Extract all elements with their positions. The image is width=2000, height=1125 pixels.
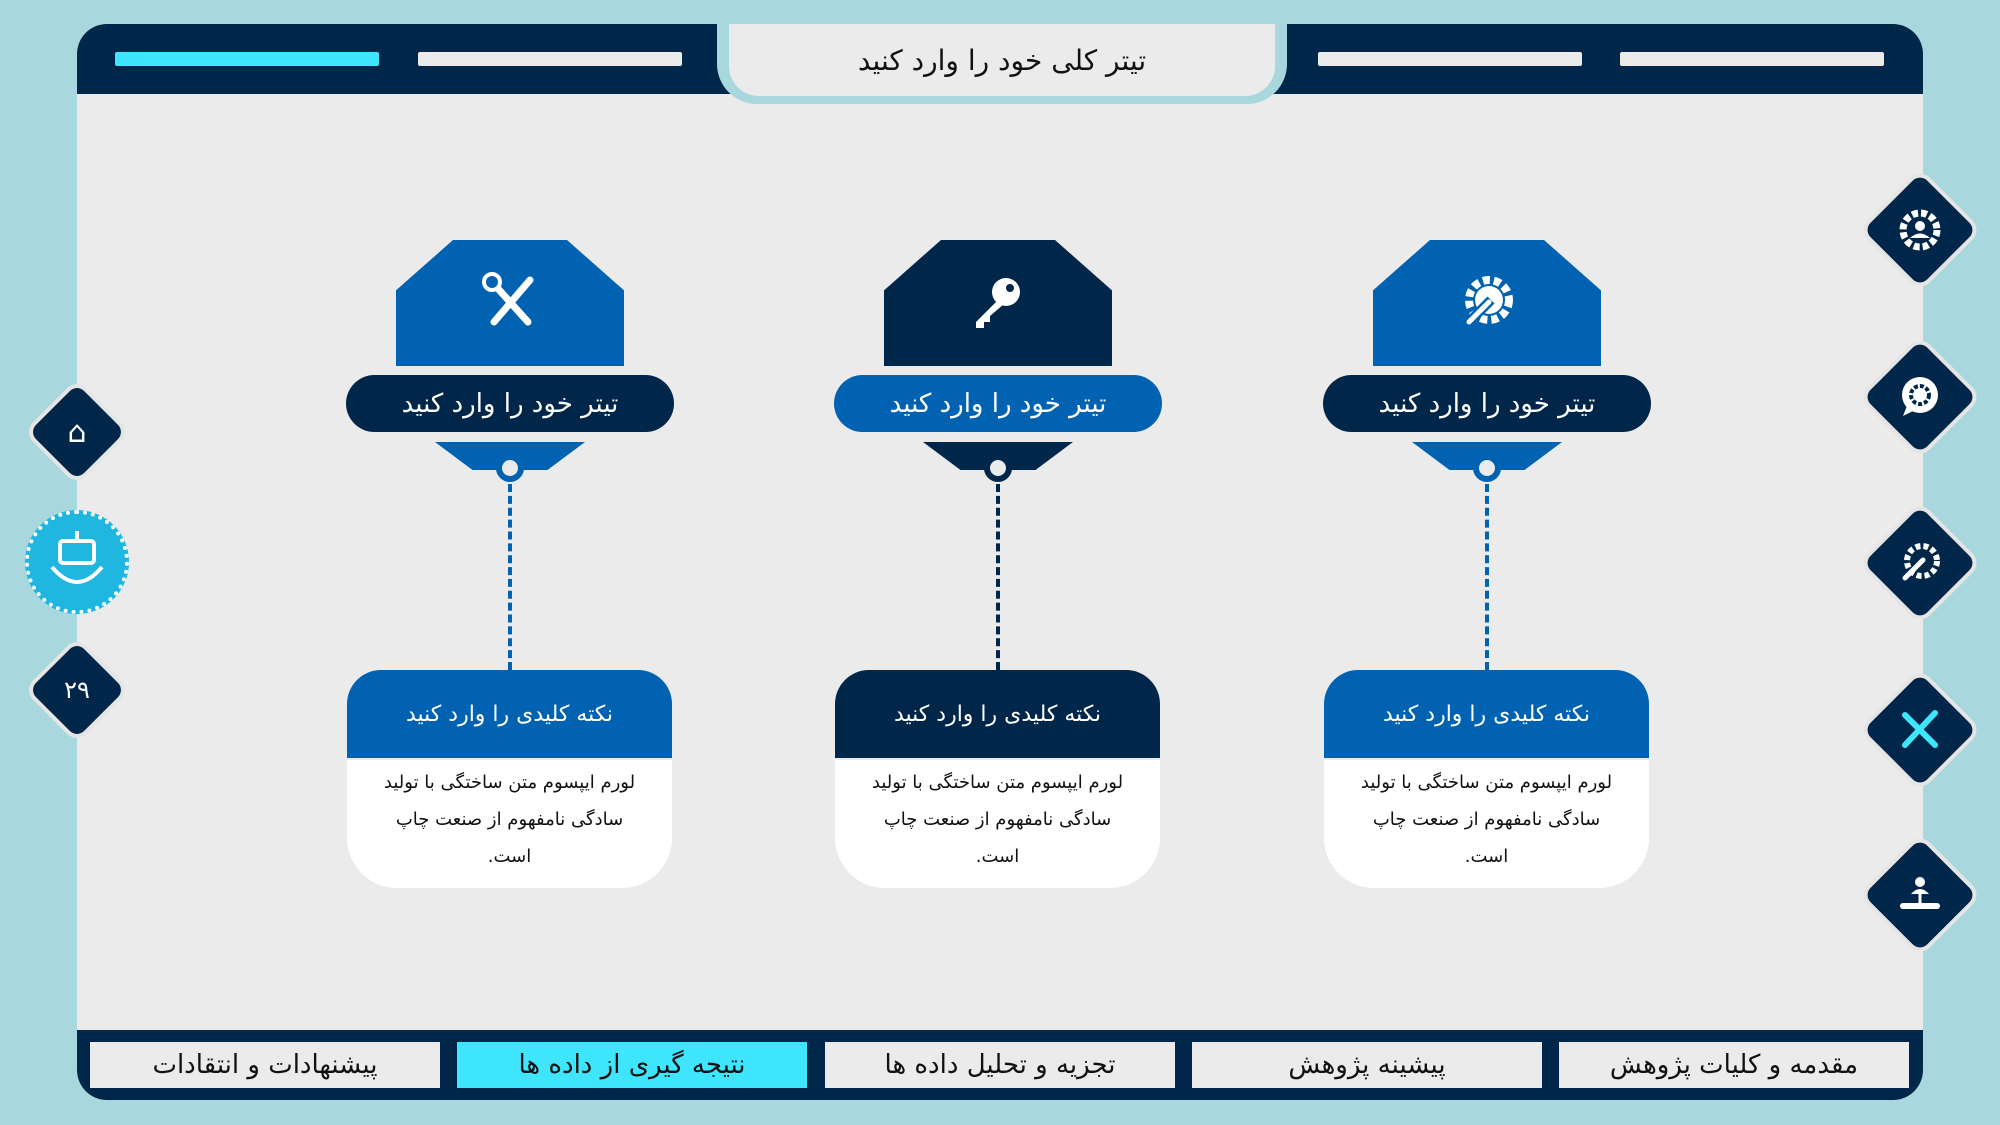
key-point-header: نکته کلیدی را وارد کنید — [835, 670, 1160, 758]
body-line: لورم ایپسوم متن ساختگی با تولید — [383, 772, 636, 793]
tab-suggestions[interactable]: پیشنهادات و انتقادات — [90, 1042, 440, 1088]
body-line: سادگی نامفهوم از صنعت چاپ — [883, 809, 1112, 830]
key-point-header: نکته کلیدی را وارد کنید — [1324, 670, 1649, 758]
card-key: تیتر خود را وارد کنید نکته کلیدی را وارد… — [828, 240, 1168, 890]
title-tab: تیتر کلی خود را وارد کنید — [717, 24, 1287, 104]
card-title: تیتر خود را وارد کنید — [1323, 375, 1651, 432]
card-header-shape — [884, 240, 1112, 366]
slide-panel: تیتر کلی خود را وارد کنید — [77, 24, 1923, 1100]
tools-icon — [1880, 690, 1960, 770]
body-line: سادگی نامفهوم از صنعت چاپ — [395, 809, 624, 830]
dashed-line — [508, 484, 512, 670]
card-header-shape — [1373, 240, 1601, 366]
key-point-header: نکته کلیدی را وارد کنید — [347, 670, 672, 758]
body-line: است. — [975, 846, 1020, 867]
card-header-shape — [396, 240, 624, 366]
progress-bar — [1318, 52, 1582, 66]
person-wrench-icon — [1880, 855, 1960, 935]
connector-dot — [984, 454, 1012, 482]
card-tools: تیتر خود را وارد کنید نکته کلیدی را وارد… — [340, 240, 680, 890]
progress-bar-active — [115, 52, 379, 66]
body-line: لورم ایپسوم متن ساختگی با تولید — [1360, 772, 1613, 793]
tab-conclusion[interactable]: نتیجه گیری از داده ها — [457, 1042, 807, 1088]
chat-gear-icon — [1880, 357, 1960, 437]
body-line: است. — [1464, 846, 1509, 867]
key-icon — [976, 278, 1020, 328]
card-body: لورم ایپسوم متن ساختگی با تولید سادگی نام… — [835, 760, 1160, 888]
page-number: ۲۹ — [64, 676, 90, 704]
logo-emblem — [50, 531, 104, 584]
user-gear-icon — [1880, 190, 1960, 270]
tools-icon — [482, 272, 534, 326]
card-title: تیتر خود را وارد کنید — [834, 375, 1162, 432]
body-line: لورم ایپسوم متن ساختگی با تولید — [871, 772, 1124, 793]
university-logo — [25, 510, 129, 614]
tab-data-analysis[interactable]: تجزیه و تحلیل داده ها — [825, 1042, 1175, 1088]
page-title: تیتر کلی خود را وارد کنید — [729, 24, 1275, 96]
card-gear: تیتر خود را وارد کنید نکته کلیدی را وارد… — [1317, 240, 1657, 890]
tab-introduction[interactable]: مقدمه و کلیات پژوهش — [1559, 1042, 1909, 1088]
card-title: تیتر خود را وارد کنید — [346, 375, 674, 432]
dashed-line — [996, 484, 1000, 670]
progress-bar — [1620, 52, 1884, 66]
body-line: است. — [487, 846, 532, 867]
home-icon: ⌂ — [67, 414, 87, 450]
card-body: لورم ایپسوم متن ساختگی با تولید سادگی نام… — [1324, 760, 1649, 888]
card-body: لورم ایپسوم متن ساختگی با تولید سادگی نام… — [347, 760, 672, 888]
gear-wrench-icon — [1465, 276, 1513, 326]
connector-dot — [1473, 454, 1501, 482]
body-line: سادگی نامفهوم از صنعت چاپ — [1372, 809, 1601, 830]
progress-bar — [418, 52, 682, 66]
tab-literature-review[interactable]: پیشینه پژوهش — [1192, 1042, 1542, 1088]
dashed-line — [1485, 484, 1489, 670]
connector-dot — [496, 454, 524, 482]
gear-wrench-icon — [1880, 523, 1960, 603]
